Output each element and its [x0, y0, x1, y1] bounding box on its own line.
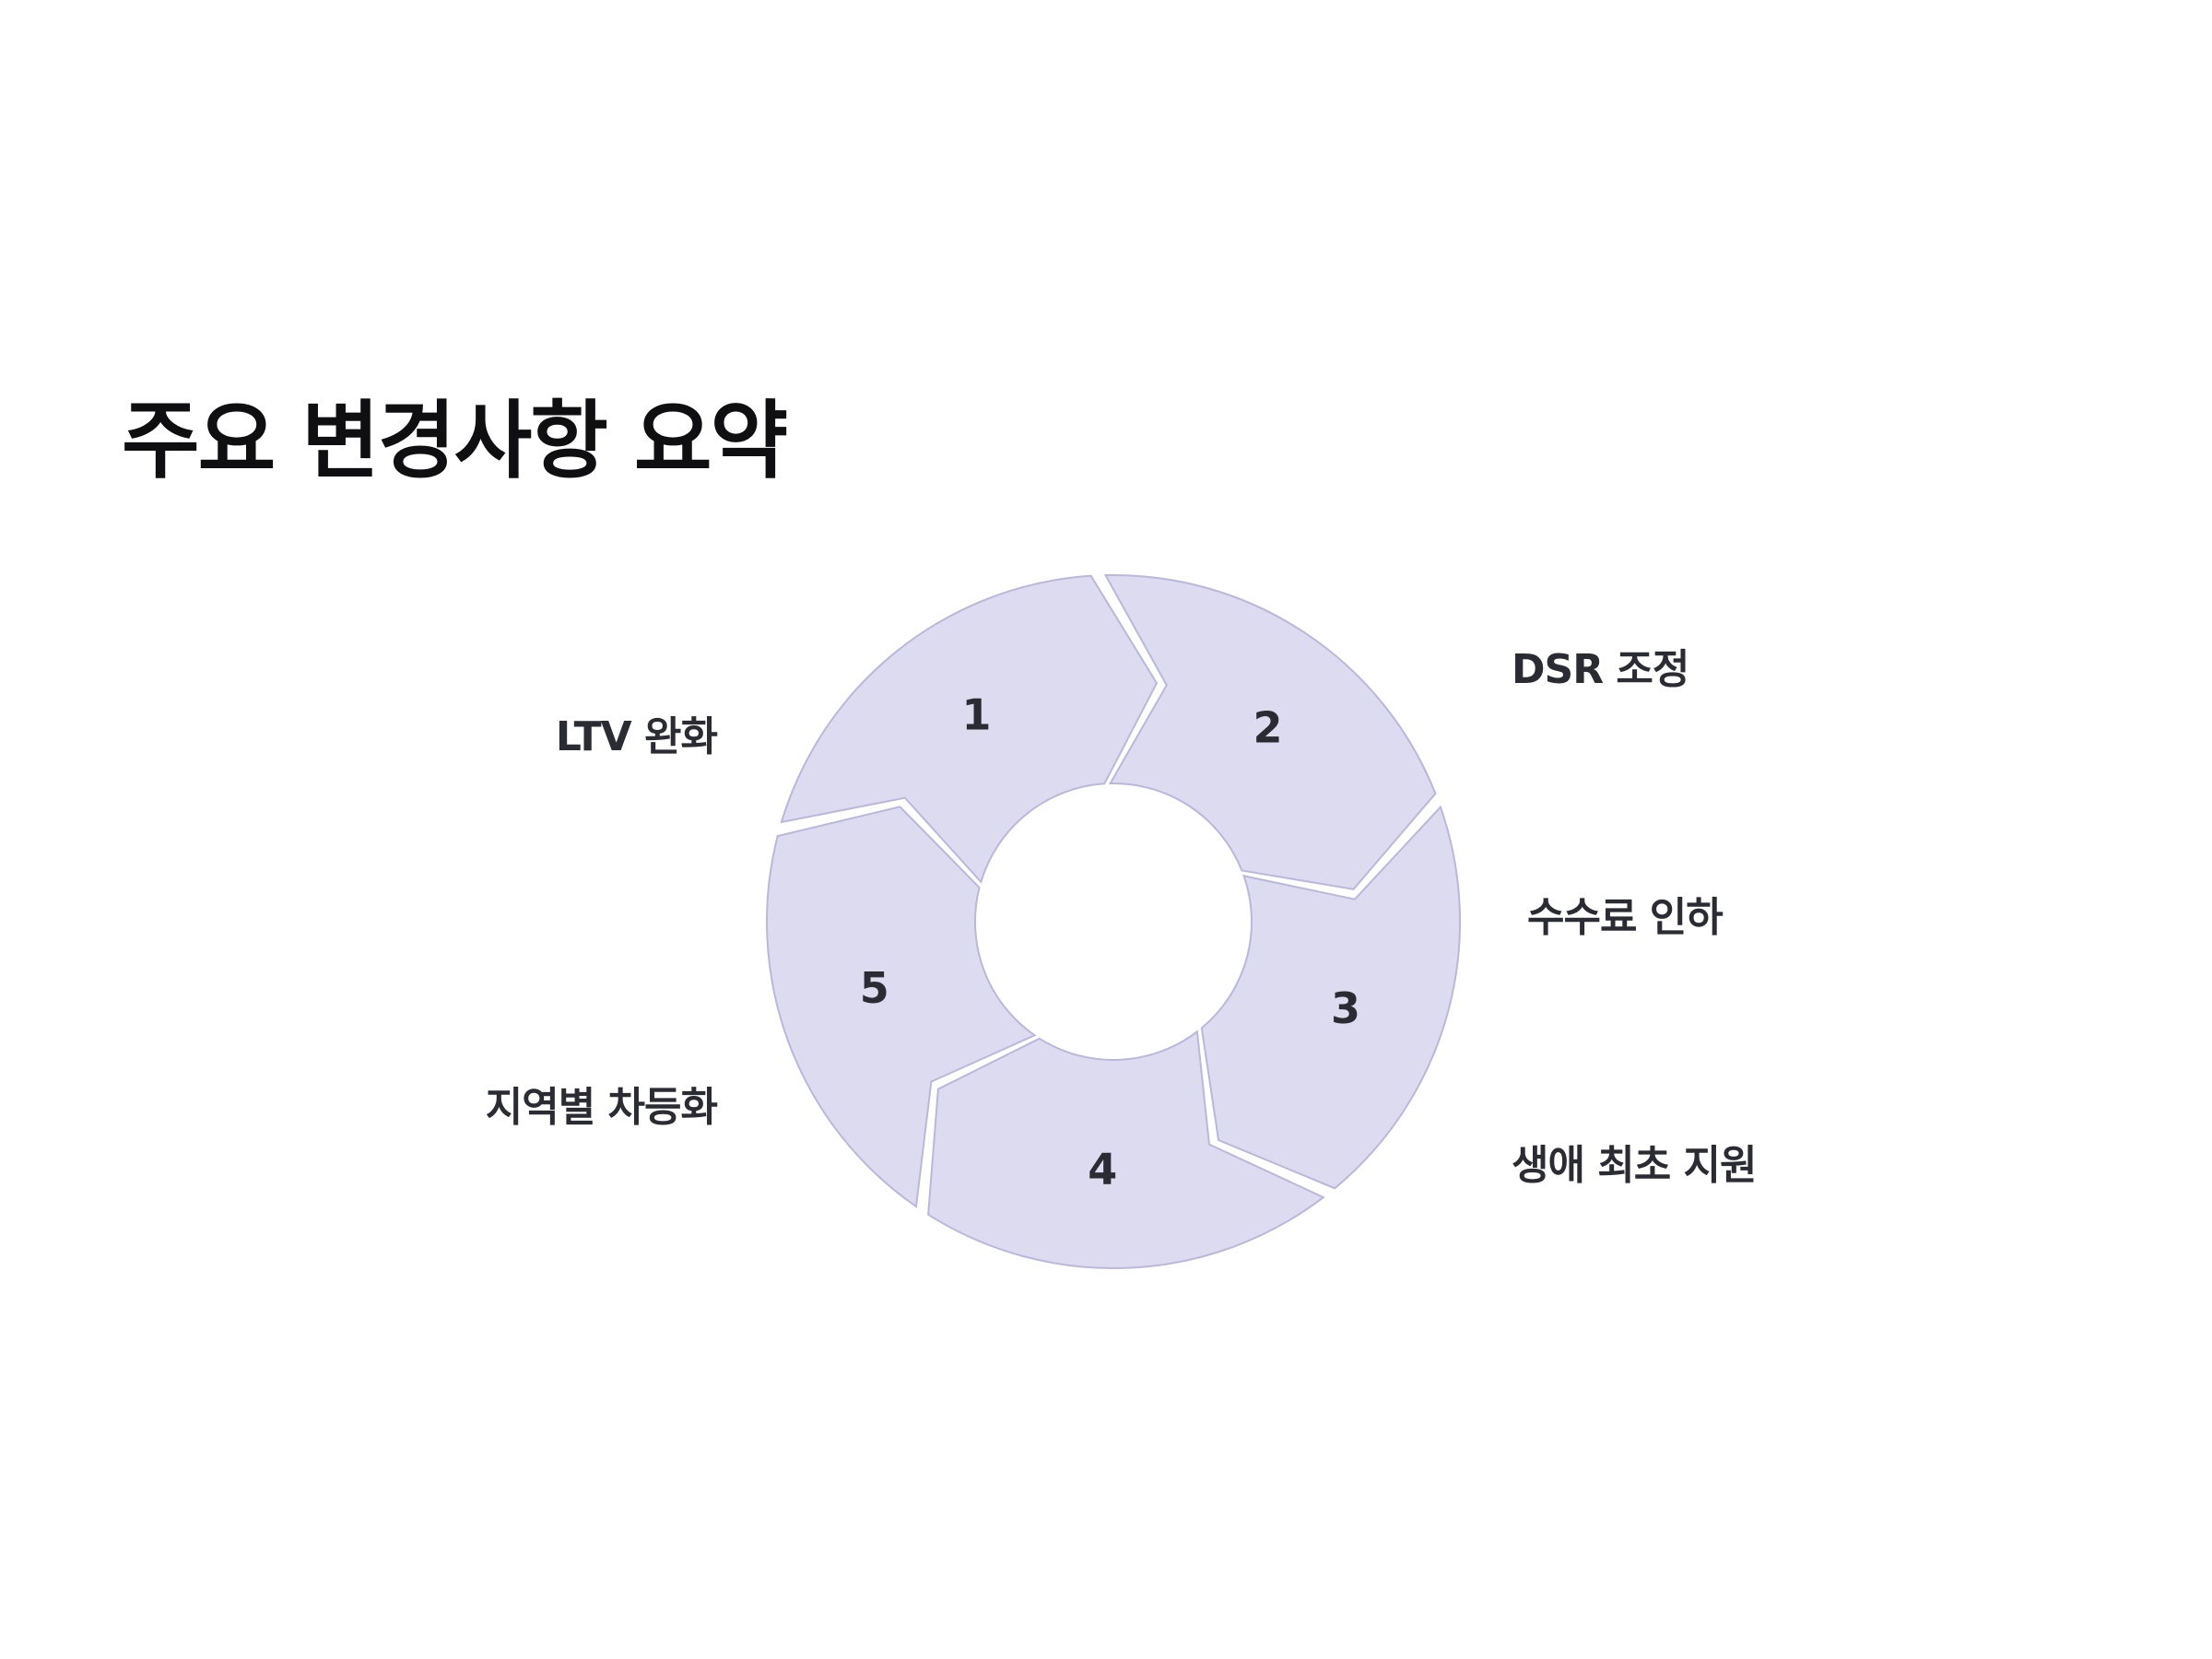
segment-number-2: 2	[1253, 703, 1282, 753]
segment-number-1: 1	[961, 690, 991, 740]
segment-number-3: 3	[1331, 983, 1360, 1033]
cycle-segment-1	[780, 574, 1159, 884]
page-title: 주요 변경사항 요약	[122, 392, 788, 490]
cycle-segment-2	[1103, 574, 1437, 890]
cycle-segment-4	[927, 1030, 1325, 1269]
cycle-segment-5	[766, 806, 1037, 1208]
cycle-segment-3	[1200, 805, 1462, 1190]
segment-number-4: 4	[1088, 1145, 1117, 1194]
step-label-3: 수수료 인하	[1527, 894, 1724, 941]
step-label-5: 지역별 차등화	[485, 1084, 718, 1131]
segment-number-5: 5	[860, 963, 889, 1013]
step-label-2: DSR 조정	[1512, 646, 1689, 693]
step-label-4: 생애 최초 지원	[1512, 1142, 1758, 1189]
step-label-1: LTV 완화	[555, 713, 718, 760]
